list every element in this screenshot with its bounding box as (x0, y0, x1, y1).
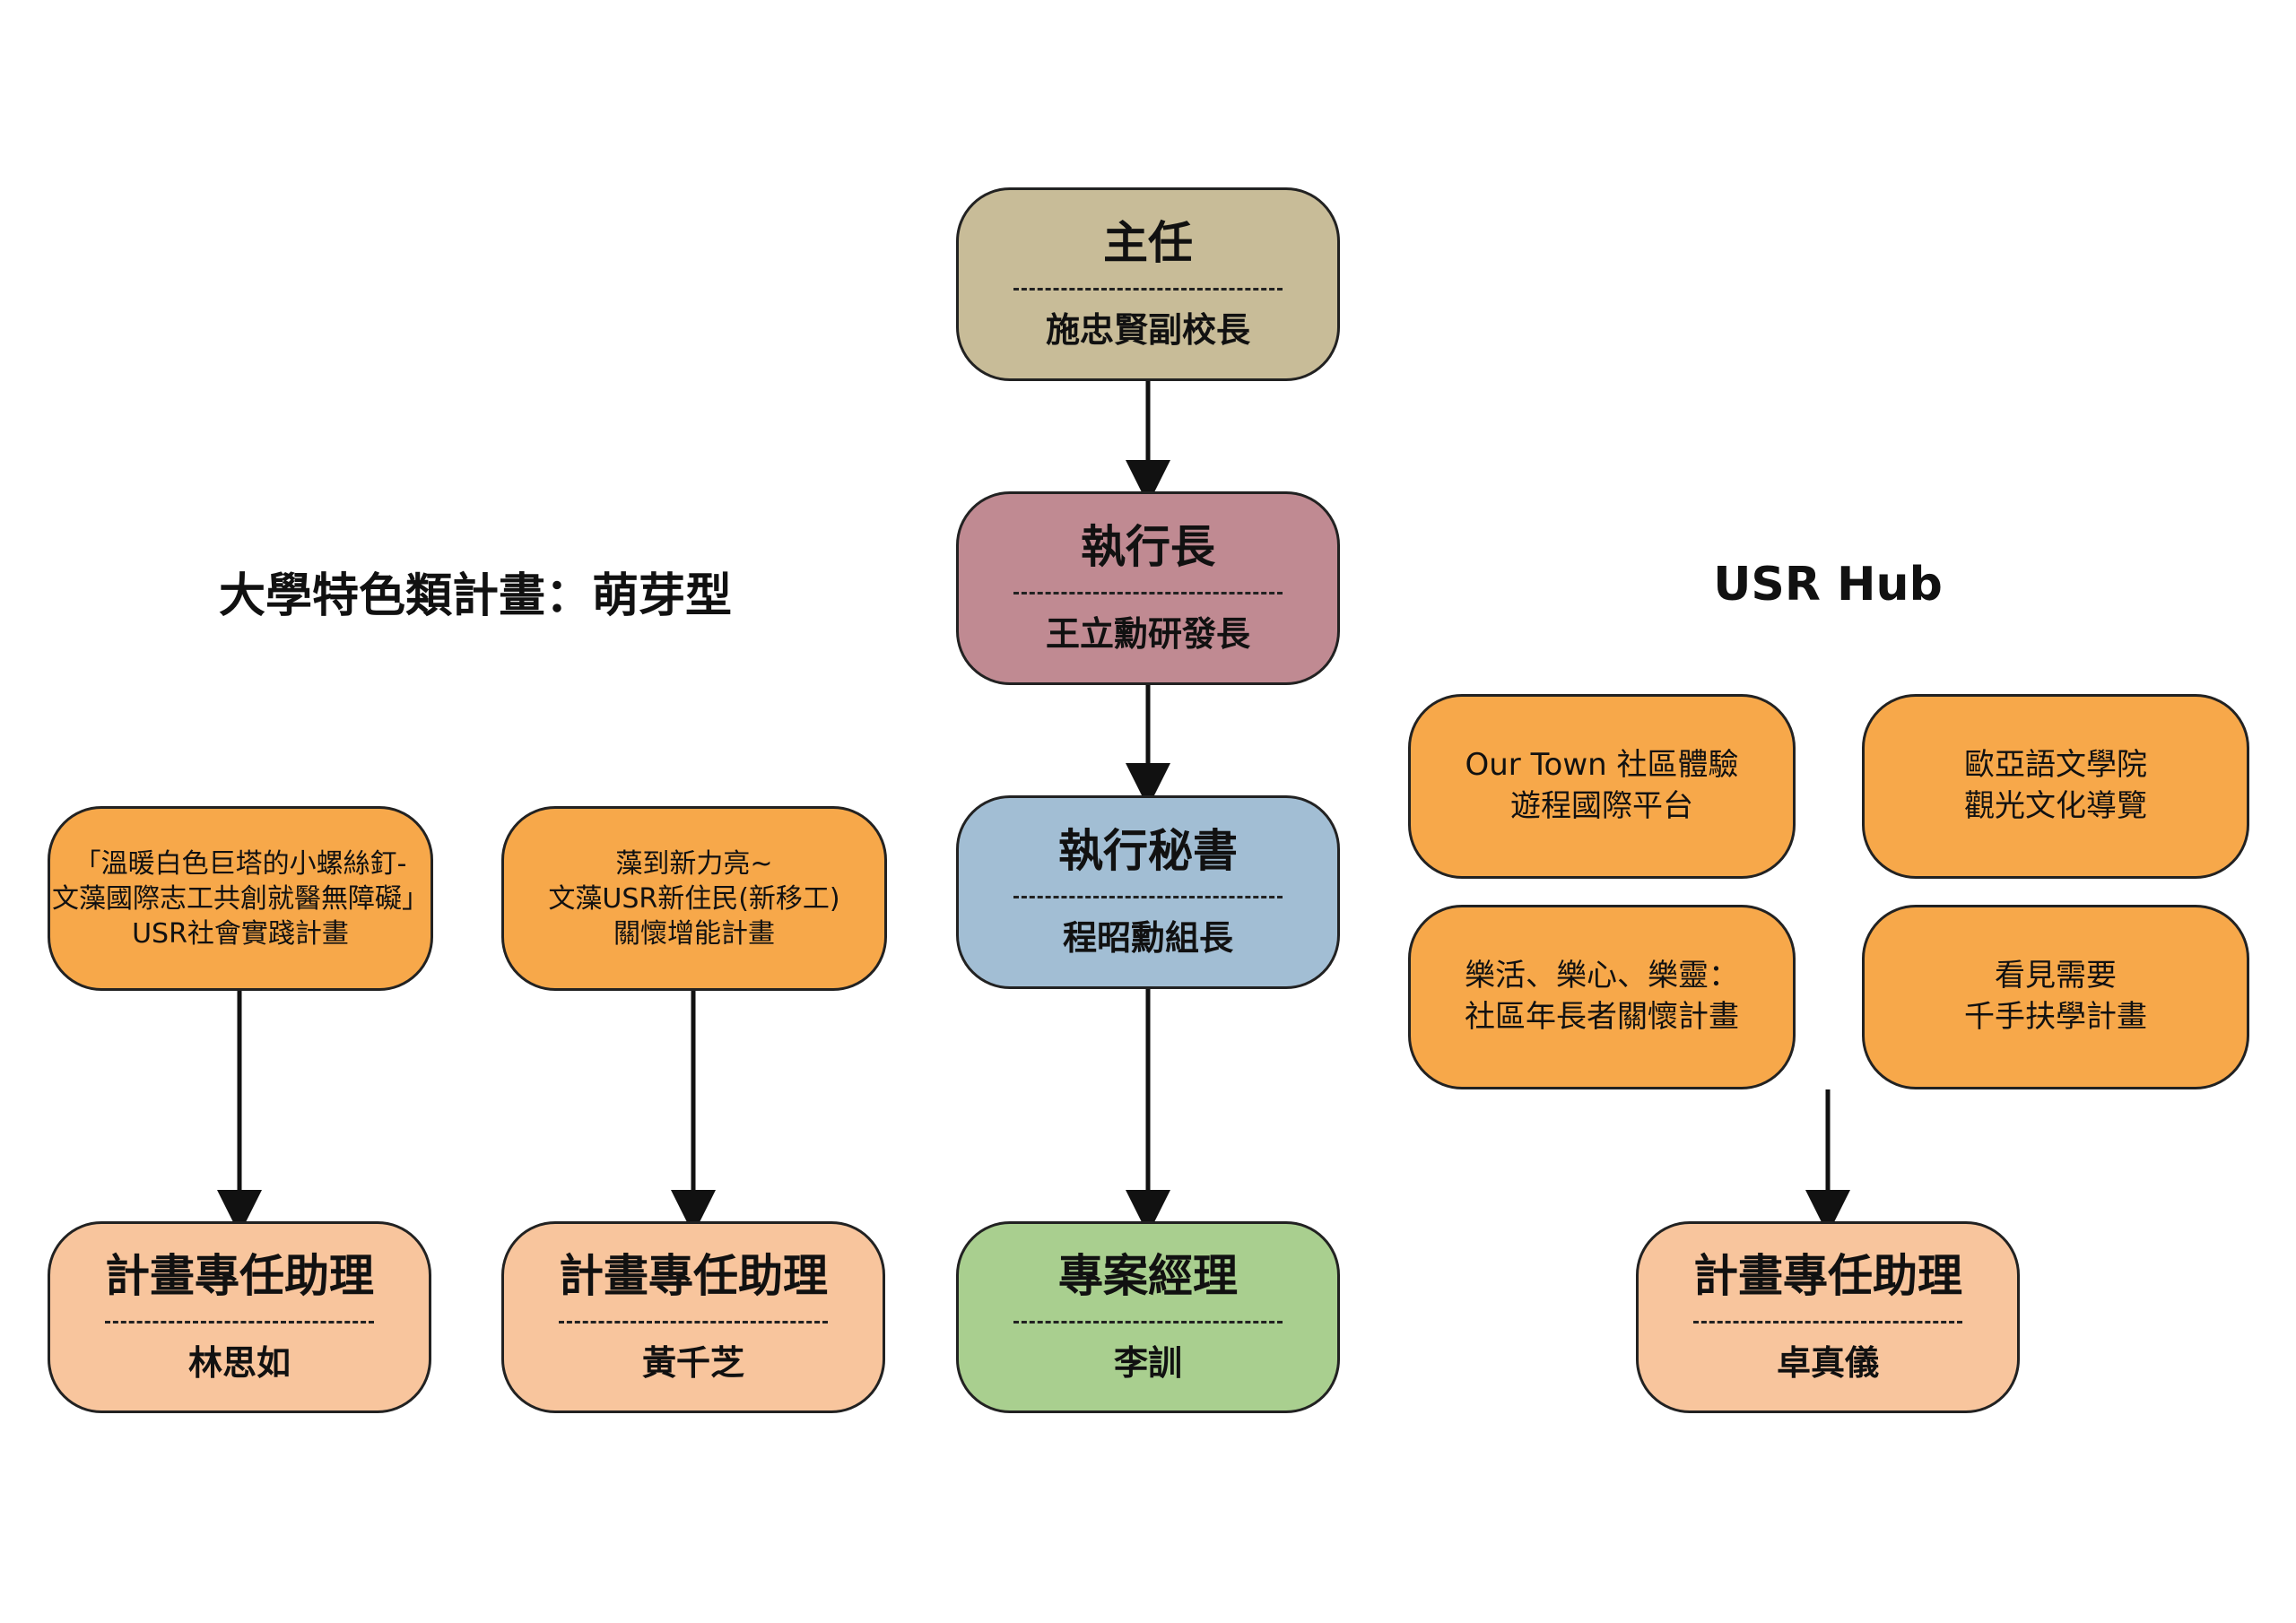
hub-project-box: Our Town 社區體驗 遊程國際平台 (1408, 694, 1796, 879)
left-project-box: 藻到新力亮~ 文藻USR新住民(新移工) 關懷增能計畫 (501, 806, 887, 991)
hub-project-box: 樂活、樂心、樂靈： 社區年長者關懷計畫 (1408, 905, 1796, 1089)
assistant-name: 黃千芝 (641, 1343, 744, 1384)
left-project-box: 「溫暖白色巨塔的小螺絲釘- 文藻國際志工共創就醫無障礙」 USR社會實踐計畫 (48, 806, 433, 991)
project-line: 千手扶學計畫 (1964, 999, 2147, 1035)
project-line: 藻到新力亮~ (615, 847, 773, 880)
ceo-name: 王立勳研發長 (1045, 614, 1250, 655)
divider (1013, 592, 1283, 595)
assistant-role: 計畫專任助理 (105, 1250, 374, 1303)
director-name: 施忠賢副校長 (1045, 310, 1250, 351)
assistant-role: 計畫專任助理 (559, 1250, 828, 1303)
project-line: 關懷增能計畫 (613, 917, 775, 950)
assistant-role: 計畫專任助理 (1693, 1250, 1962, 1303)
divider (1013, 1321, 1283, 1324)
project-line: 觀光文化導覽 (1964, 788, 2147, 824)
manager-role: 專案經理 (1058, 1250, 1238, 1303)
secretary-role: 執行秘書 (1058, 825, 1238, 878)
project-line: Our Town 社區體驗 (1465, 747, 1739, 784)
project-line: 文藻USR新住民(新移工) (548, 882, 840, 915)
assistant-name: 卓真儀 (1776, 1343, 1879, 1384)
project-line: 看見需要 (1995, 958, 2117, 994)
project-line: USR社會實踐計畫 (132, 917, 349, 950)
manager-box: 專案經理 李訓 (956, 1221, 1340, 1413)
assistant-box: 計畫專任助理 黃千芝 (501, 1221, 885, 1413)
divider (105, 1321, 374, 1324)
divider (1013, 896, 1283, 899)
project-line: 社區年長者關懷計畫 (1465, 999, 1739, 1035)
ceo-role: 執行長 (1081, 521, 1215, 574)
manager-name: 李訓 (1113, 1343, 1182, 1384)
hub-assistant-box: 計畫專任助理 卓真儀 (1636, 1221, 2020, 1413)
ceo-box: 執行長 王立勳研發長 (956, 491, 1340, 685)
project-line: 歐亞語文學院 (1964, 747, 2147, 784)
divider (1013, 288, 1283, 291)
project-line: 「溫暖白色巨塔的小螺絲釘- (74, 847, 407, 880)
assistant-box: 計畫專任助理 林思如 (48, 1221, 431, 1413)
secretary-name: 程昭勳組長 (1062, 918, 1233, 959)
hub-project-box: 歐亞語文學院 觀光文化導覽 (1862, 694, 2249, 879)
left-section-title: 大學特色類計畫：萌芽型 (218, 569, 732, 623)
project-line: 樂活、樂心、樂靈： (1465, 958, 1739, 994)
director-role: 主任 (1103, 217, 1193, 270)
hub-section-title: USR Hub (1713, 558, 1943, 612)
project-line: 文藻國際志工共創就醫無障礙」 (52, 882, 429, 915)
director-box: 主任 施忠賢副校長 (956, 187, 1340, 381)
secretary-box: 執行秘書 程昭勳組長 (956, 795, 1340, 989)
project-line: 遊程國際平台 (1510, 788, 1693, 824)
assistant-name: 林思如 (187, 1343, 291, 1384)
divider (1693, 1321, 1962, 1324)
hub-project-box: 看見需要 千手扶學計畫 (1862, 905, 2249, 1089)
divider (559, 1321, 828, 1324)
